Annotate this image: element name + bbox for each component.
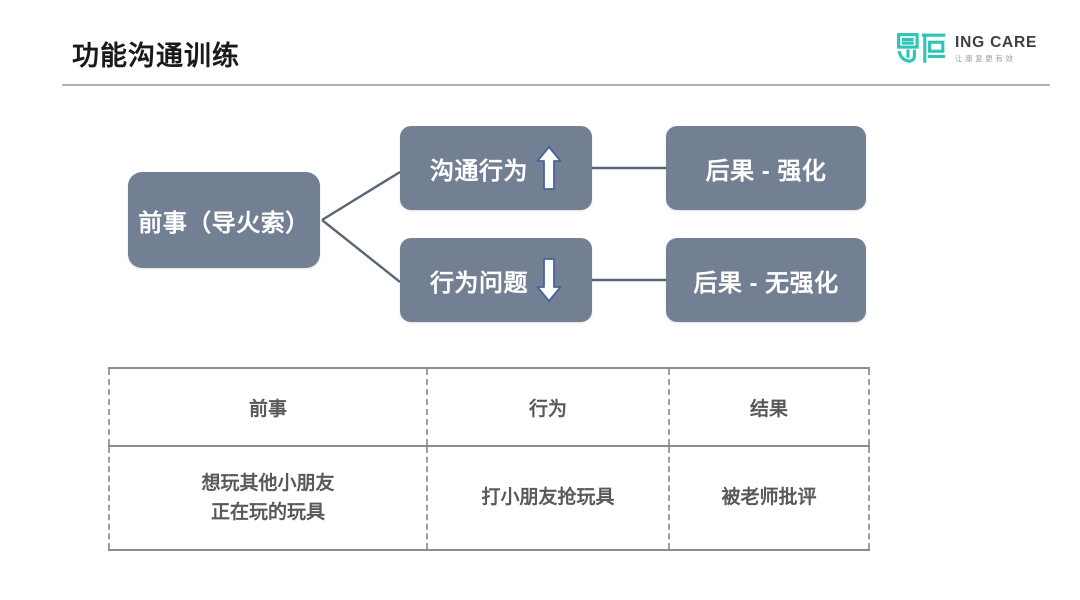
flow-box-antecedent-label: 前事（导火索） [138, 209, 310, 237]
flow-box-antecedent[interactable]: 前事（导火索） [128, 172, 320, 268]
brand-name: ING CARE [955, 34, 1038, 51]
table-header-row: 前事 行为 结果 [108, 367, 870, 447]
flow-diagram: 前事（导火索） 沟通行为 行为问题 后果 - 强化 后果 - 无强化 [0, 110, 1080, 345]
flow-box-problem[interactable]: 行为问题 [400, 238, 592, 322]
table-row: 想玩其他小朋友 正在玩的玩具 打小朋友抢玩具 被老师批评 [108, 446, 870, 551]
slide-header: 功能沟通训练 ING CARE 让康复更有效 [0, 0, 1080, 95]
header-divider [62, 84, 1050, 86]
table-header-consequence: 结果 [668, 367, 870, 447]
table-header-behavior: 行为 [426, 367, 670, 447]
table-cell-behavior: 打小朋友抢玩具 [426, 446, 670, 551]
arrow-down-icon [536, 258, 562, 302]
flow-box-communication-label: 沟通行为 [430, 157, 528, 185]
flow-box-reinforcement[interactable]: 后果 - 强化 [666, 126, 866, 210]
connector-antecedent-to-problem [321, 219, 401, 283]
flow-box-no-reinforcement-label: 后果 - 无强化 [693, 269, 839, 297]
brand-text-group: ING CARE 让康复更有效 [955, 34, 1037, 62]
flow-box-reinforcement-label: 后果 - 强化 [705, 157, 827, 185]
ing-care-logo-icon [897, 33, 946, 63]
abc-example-table: 前事 行为 结果 想玩其他小朋友 正在玩的玩具 打小朋友抢玩具 被老师批评 [108, 367, 870, 551]
brand-logo: ING CARE 让康复更有效 [896, 27, 1046, 69]
table-cell-consequence: 被老师批评 [668, 446, 870, 551]
table-cell-antecedent-line1: 想玩其他小朋友 [201, 472, 335, 494]
flow-box-problem-label: 行为问题 [430, 269, 528, 297]
flow-box-no-reinforcement[interactable]: 后果 - 无强化 [666, 238, 866, 322]
table-header-antecedent: 前事 [108, 367, 428, 447]
brand-tagline: 让康复更有效 [955, 53, 1016, 63]
arrow-up-icon [536, 146, 562, 190]
table-cell-antecedent: 想玩其他小朋友 正在玩的玩具 [108, 446, 428, 551]
connector-antecedent-to-communication [321, 170, 401, 222]
flow-box-communication[interactable]: 沟通行为 [400, 126, 592, 210]
table-cell-antecedent-line2: 正在玩的玩具 [210, 502, 325, 523]
page-title: 功能沟通训练 [72, 41, 240, 71]
